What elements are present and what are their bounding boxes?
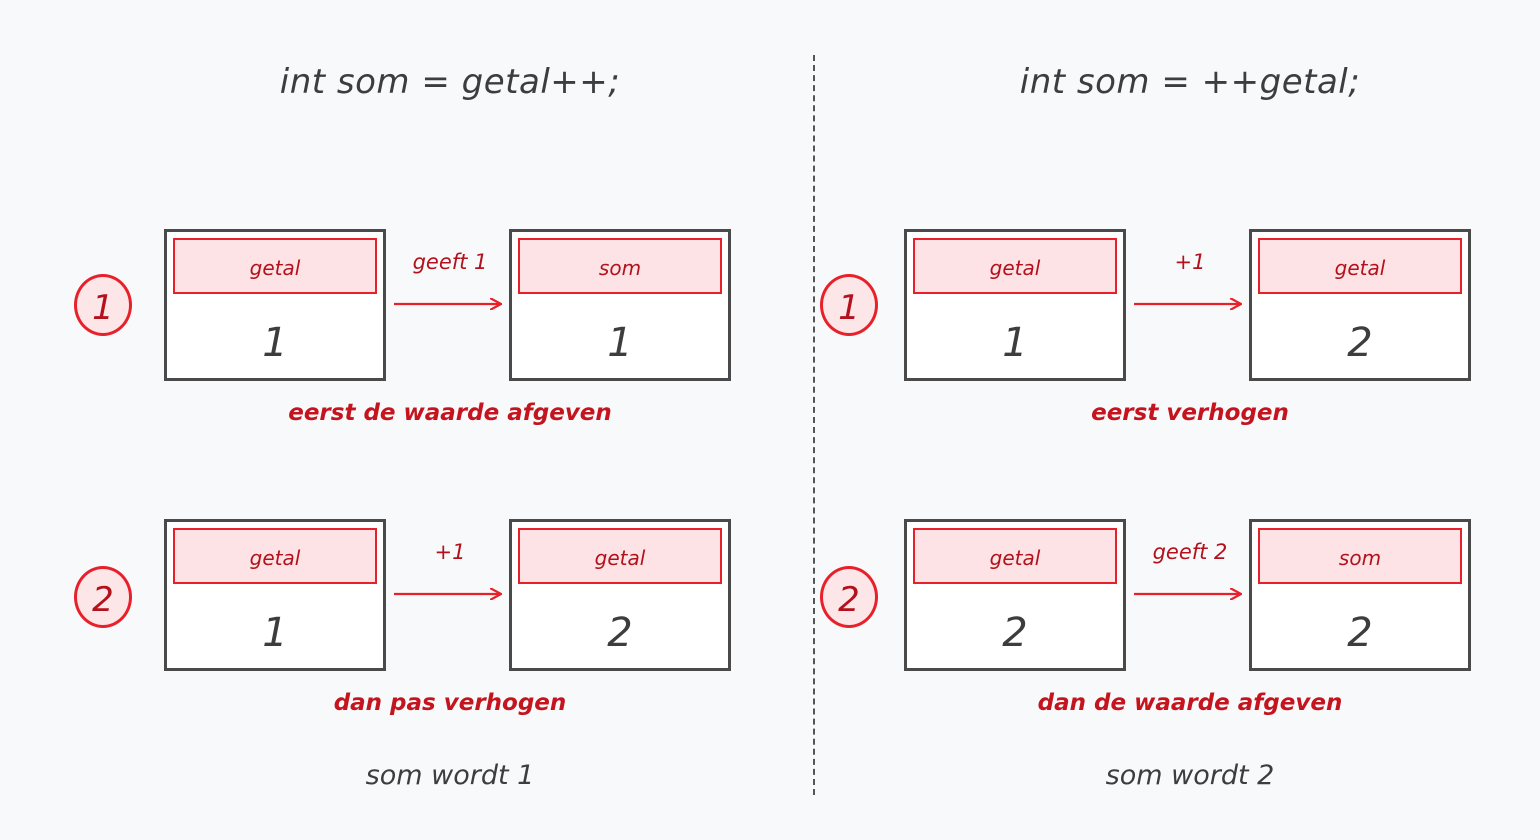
left-step2-caption: dan pas verhogen	[333, 690, 567, 716]
variable-value: 1	[262, 320, 288, 366]
variable-value: 1	[1002, 320, 1028, 366]
variable-label: som	[518, 238, 722, 294]
left-step1-arrow-label: geeft 1	[412, 250, 488, 274]
left-step1-caption: eerst de waarde afgeven	[288, 400, 612, 426]
right-step1-number: 1	[820, 274, 878, 336]
left-title: int som = getal++;	[279, 62, 621, 102]
right-step1-arrow-label: +1	[1174, 250, 1206, 274]
left-step1-from-box: getal 1	[164, 229, 386, 381]
right-step2-from-box: getal 2	[904, 519, 1126, 671]
variable-label: getal	[913, 238, 1117, 294]
left-step1-number: 1	[74, 274, 132, 336]
left-step1-to-box: som 1	[509, 229, 731, 381]
right-step2-arrow-label: geeft 2	[1152, 540, 1228, 564]
variable-label: getal	[173, 238, 377, 294]
variable-value: 1	[262, 610, 288, 656]
panel-divider	[813, 55, 815, 795]
left-step2-arrow-label: +1	[434, 540, 466, 564]
variable-value: 2	[1347, 610, 1373, 656]
variable-value: 2	[1347, 320, 1373, 366]
right-step1-caption: eerst verhogen	[1091, 400, 1289, 426]
right-title: int som = ++getal;	[1019, 62, 1361, 102]
left-step2-to-box: getal 2	[509, 519, 731, 671]
variable-value: 2	[607, 610, 633, 656]
right-step2-to-box: som 2	[1249, 519, 1471, 671]
right-step2-number: 2	[820, 566, 878, 628]
variable-label: som	[1258, 528, 1462, 584]
variable-value: 2	[1002, 610, 1028, 656]
right-step1-to-box: getal 2	[1249, 229, 1471, 381]
right-step2-caption: dan de waarde afgeven	[1037, 690, 1343, 716]
left-step2-number: 2	[74, 566, 132, 628]
right-step1-from-box: getal 1	[904, 229, 1126, 381]
left-step2-from-box: getal 1	[164, 519, 386, 671]
right-result: som wordt 2	[1105, 760, 1275, 791]
left-result: som wordt 1	[365, 760, 535, 791]
variable-label: getal	[1258, 238, 1462, 294]
variable-value: 1	[607, 320, 633, 366]
variable-label: getal	[518, 528, 722, 584]
variable-label: getal	[913, 528, 1117, 584]
variable-label: getal	[173, 528, 377, 584]
